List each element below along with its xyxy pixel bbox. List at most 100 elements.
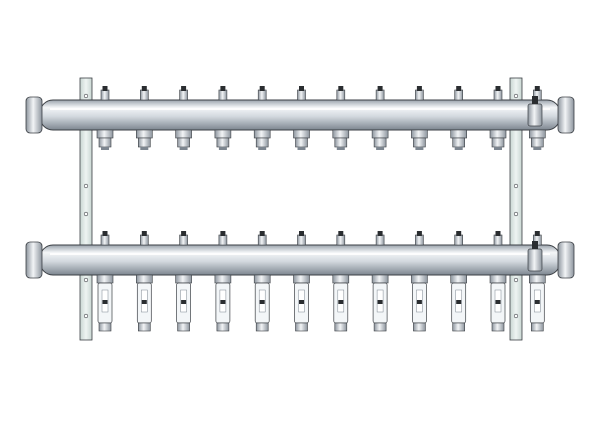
outlet-nut	[371, 129, 389, 139]
top-port	[375, 89, 385, 101]
outlet-nut	[214, 129, 232, 139]
valve-cap	[181, 86, 187, 91]
flowmeter-float	[299, 300, 304, 304]
top-port	[179, 89, 188, 101]
flowmeter-float	[377, 300, 383, 304]
outlet-fitting	[138, 137, 151, 148]
flowmeter-float	[141, 300, 147, 304]
valve-cap	[299, 231, 304, 236]
top-port	[218, 234, 228, 246]
outlet-fitting	[491, 137, 505, 148]
air-vent	[527, 248, 543, 272]
flowmeter-nut	[332, 274, 350, 284]
top-port	[257, 89, 267, 101]
outlet-end	[297, 147, 306, 150]
valve-cap	[141, 86, 147, 91]
valve-cap	[102, 231, 108, 236]
valve-cap	[495, 86, 501, 91]
outlet-nut	[489, 129, 507, 139]
manifold-bar	[39, 99, 561, 131]
valve-cap	[220, 86, 226, 91]
outlet-end	[140, 147, 149, 150]
flowmeter-nut	[96, 274, 114, 284]
flowmeter-outlet	[452, 322, 466, 332]
top-port	[257, 234, 267, 246]
flowmeter-float	[220, 300, 226, 304]
top-port	[493, 234, 503, 246]
outlet-fitting	[413, 137, 426, 148]
valve-cap	[338, 231, 344, 236]
valve-cap	[495, 231, 501, 236]
manifold-bars	[39, 99, 561, 276]
top-port	[218, 89, 228, 101]
vent-cap	[532, 241, 538, 249]
bracket-hole	[513, 183, 519, 189]
outlet-end	[494, 147, 502, 150]
flowmeter-outlet	[295, 322, 308, 332]
valve-cap	[377, 231, 383, 236]
end-caps	[25, 96, 575, 279]
valve-cap	[259, 86, 265, 91]
outlet-fitting	[373, 137, 387, 148]
top-port	[179, 234, 188, 246]
valve-cap	[534, 231, 540, 236]
valve-cap	[141, 231, 147, 236]
flowmeter-outlet	[373, 322, 387, 332]
valve-cap	[299, 86, 304, 91]
flowmeter-float	[338, 300, 344, 304]
flowmeter-outlet	[216, 322, 230, 332]
flowmeter-float	[259, 300, 265, 304]
flowmeter-nut	[214, 274, 232, 284]
valve-cap	[456, 86, 462, 91]
outlet-nut	[253, 129, 271, 139]
end-cap	[25, 96, 43, 134]
valve-cap	[416, 231, 422, 236]
outlet-nut	[175, 129, 192, 139]
bracket-hole	[83, 211, 89, 217]
outlet-fitting	[530, 137, 544, 148]
valve-cap	[220, 231, 226, 236]
flowmeter-outlet	[413, 322, 426, 332]
flowmeter-float	[416, 300, 422, 304]
outlet-end	[101, 147, 109, 150]
outlet-fitting	[255, 137, 269, 148]
flowmeter-outlet	[255, 322, 269, 332]
bracket-hole	[83, 93, 89, 99]
top-port	[454, 89, 464, 101]
flowmeter-outlet	[334, 322, 348, 332]
vent-cap	[532, 96, 538, 104]
valve-cap	[456, 231, 462, 236]
valve-cap	[338, 86, 344, 91]
top-port	[140, 234, 149, 246]
flowmeter-outlet	[530, 322, 544, 332]
flowmeter-nut	[175, 274, 192, 284]
flowmeter-nut	[371, 274, 389, 284]
outlet-fittings	[96, 86, 546, 332]
flowmeter-float	[102, 300, 108, 304]
bracket-hole	[513, 211, 519, 217]
flowmeter-outlet	[177, 322, 190, 332]
bracket-hole	[83, 277, 89, 283]
outlet-end	[179, 147, 188, 150]
valve-cap	[259, 231, 265, 236]
top-port	[415, 89, 424, 101]
flowmeter-outlet	[138, 322, 151, 332]
end-cap	[557, 96, 575, 134]
end-cap	[25, 241, 43, 279]
flowmeter-outlet	[98, 322, 112, 332]
flowmeter-nut	[411, 274, 428, 284]
top-port	[297, 234, 306, 246]
flowmeter-nut	[293, 274, 310, 284]
flowmeter-nut	[489, 274, 507, 284]
outlet-nut	[411, 129, 428, 139]
outlet-end	[376, 147, 385, 150]
outlet-end	[258, 147, 267, 150]
valve-cap	[416, 86, 422, 91]
flowmeter-nut	[136, 274, 153, 284]
flowmeter-nut	[528, 274, 546, 284]
top-port	[297, 89, 306, 101]
air-vent	[527, 103, 543, 127]
top-port	[336, 234, 346, 246]
